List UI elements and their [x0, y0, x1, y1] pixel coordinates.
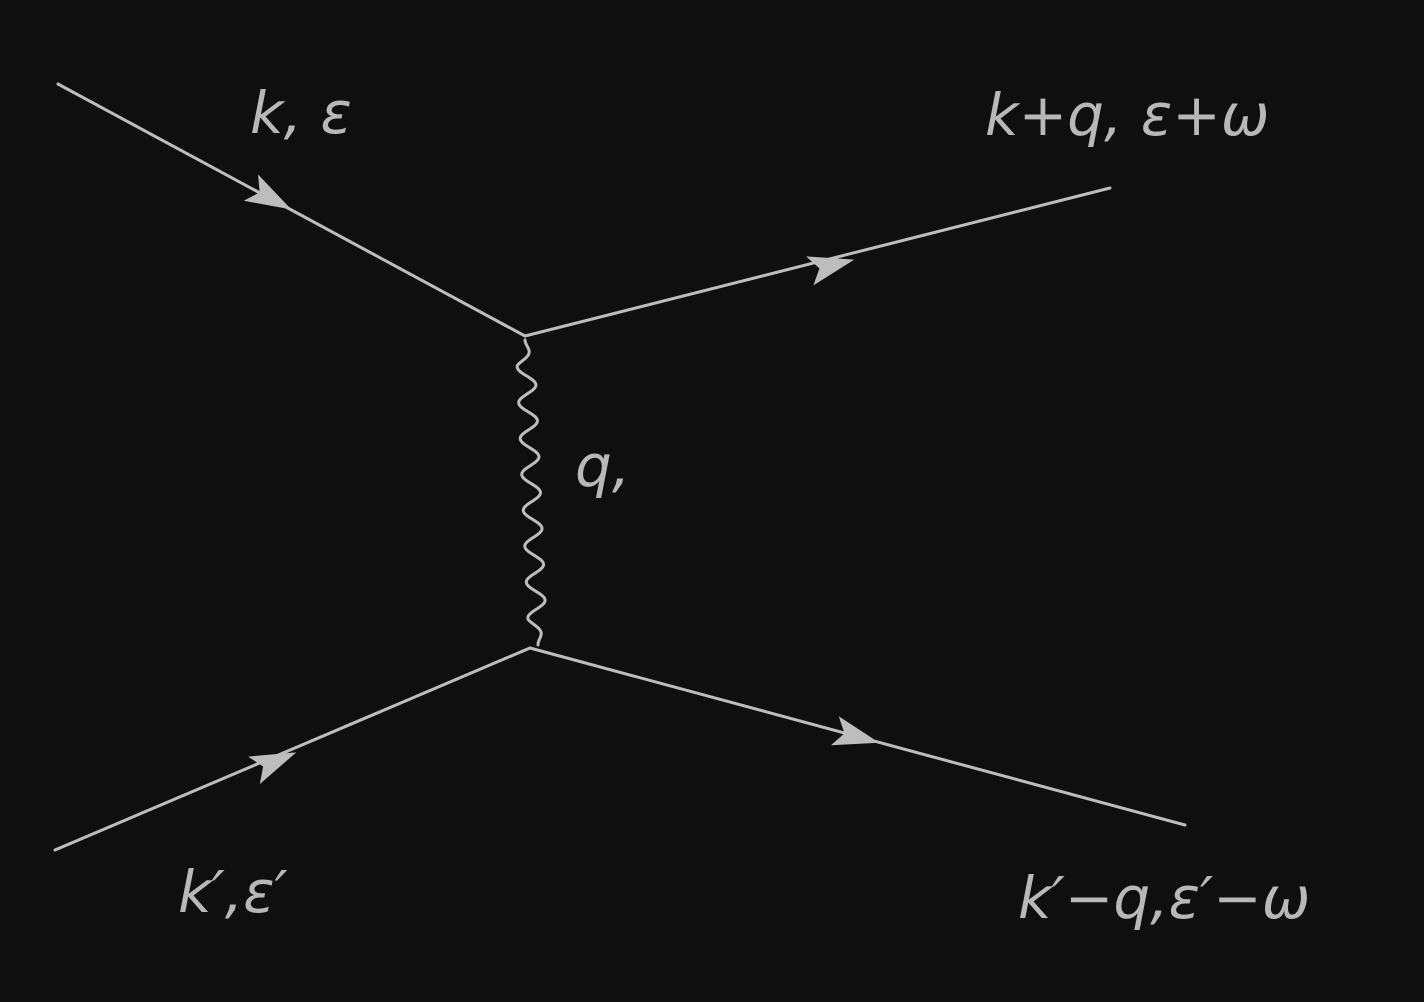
label-incoming-bottom: k′,ε′ [178, 858, 288, 926]
label-incoming-top: k, ε [250, 79, 352, 147]
label-exchange: q, [575, 432, 630, 500]
exchange-wavy-line [515, 338, 547, 647]
arrow-outgoing-top-icon [806, 256, 855, 286]
arrow-incoming-bottom-icon [248, 752, 297, 785]
label-outgoing-bottom: k′−q,ε′−ω [1018, 864, 1310, 932]
label-outgoing-top: k+q, ε+ω [985, 81, 1269, 149]
incoming-top-line [56, 82, 527, 338]
incoming-bottom-line [53, 646, 532, 852]
arrow-incoming-top-icon [243, 174, 292, 210]
arrow-outgoing-bottom-icon [830, 716, 880, 746]
